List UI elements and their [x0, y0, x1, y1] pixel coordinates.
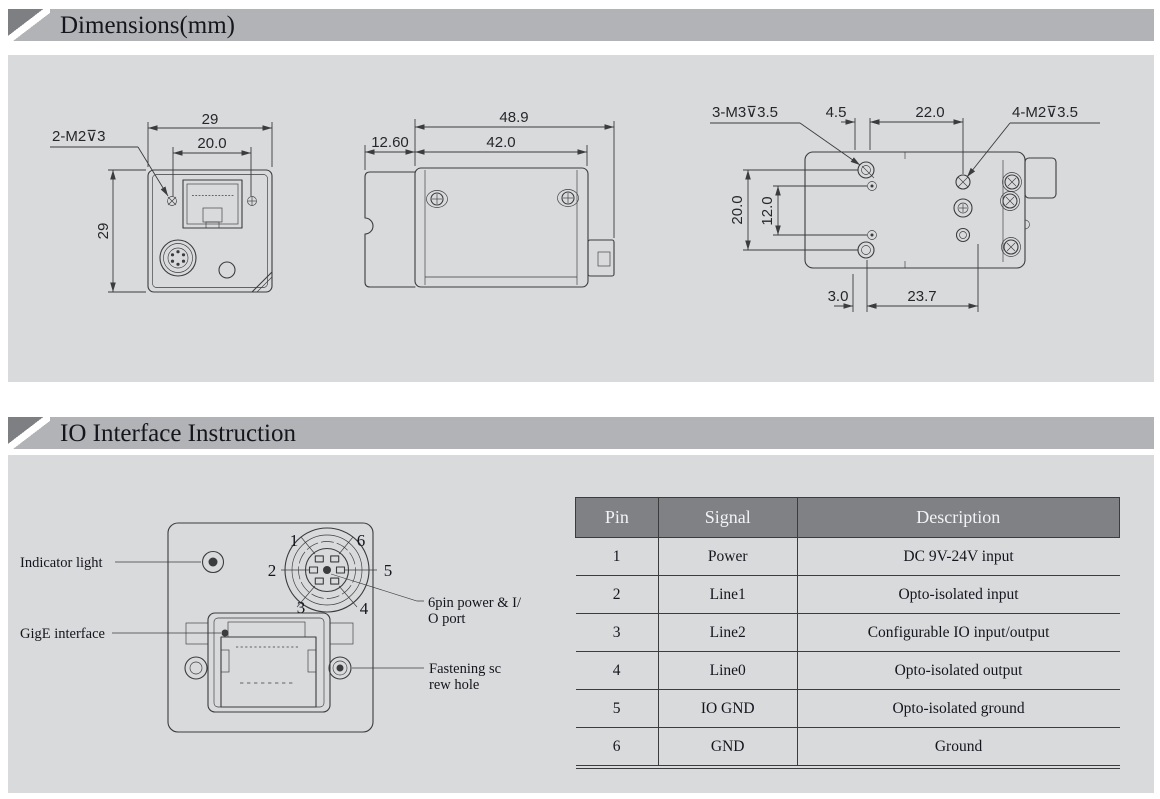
section-corner-icon — [8, 417, 50, 449]
back-view-rj45-port — [182, 179, 243, 229]
label-gige-interface: GigE interface — [20, 626, 105, 642]
section-corner-icon — [8, 9, 50, 41]
table-row: 3 Line2 Configurable IO input/output — [575, 613, 1120, 652]
cell-description: DC 9V-24V input — [796, 537, 1120, 576]
pin-number-2: 2 — [268, 561, 277, 580]
io-6pin-connector — [281, 527, 377, 613]
dim-top-b2: 23.7 — [907, 288, 936, 305]
cell-signal: Line0 — [657, 651, 798, 690]
cell-signal: Line2 — [657, 613, 798, 652]
cell-pin: 1 — [575, 537, 659, 576]
io-fastening-screw — [328, 656, 352, 680]
label-6pin-power-line1: 6pin power & I/ — [428, 595, 522, 611]
pin-table: Pin Signal Description 1 Power DC 9V-24V… — [575, 497, 1121, 769]
label-fastening-line1: Fastening sc — [429, 661, 501, 677]
back-view-dimensions: 29 20.0 29 2-M2⊽3 — [50, 111, 273, 293]
dim-side-lens: 12.60 — [371, 134, 409, 151]
back-view-screw-left — [167, 196, 177, 206]
top-view-screws-right — [1000, 172, 1022, 257]
dimensions-drawings: 29 20.0 29 2-M2⊽3 — [50, 104, 1100, 312]
top-view-drawing: 3-M3⊽3.5 4-M2⊽3.5 4.5 22.0 — [710, 104, 1100, 312]
cell-signal: Power — [657, 537, 798, 576]
cell-pin: 6 — [575, 727, 659, 769]
section-title-dimensions: Dimensions(mm) — [60, 12, 235, 39]
side-view-dimensions: 48.9 42.0 12.60 — [364, 109, 615, 238]
dim-side-total: 48.9 — [499, 109, 528, 126]
dim-back-thread-label: 2-M2⊽3 — [52, 128, 106, 145]
table-row: 5 IO GND Opto-isolated ground — [575, 689, 1120, 728]
table-row: 2 Line1 Opto-isolated input — [575, 575, 1120, 614]
pin-number-4: 4 — [360, 599, 369, 618]
cell-description: Configurable IO input/output — [796, 613, 1120, 652]
table-row: 4 Line0 Opto-isolated output — [575, 651, 1120, 690]
io-camera-body — [167, 522, 374, 733]
top-view-dimensions: 3-M3⊽3.5 4-M2⊽3.5 4.5 22.0 — [710, 104, 1100, 312]
cell-pin: 3 — [575, 613, 659, 652]
section-title-io: IO Interface Instruction — [60, 420, 296, 447]
dim-side-body: 42.0 — [486, 134, 515, 151]
dim-top-m2-label: 4-M2⊽3.5 — [1012, 104, 1078, 121]
dim-top-v2: 12.0 — [759, 196, 776, 225]
top-view-screws-left — [857, 161, 877, 259]
side-view-screw-left — [426, 190, 448, 208]
back-view-screw-right — [247, 196, 257, 206]
dimensions-panel: 29 20.0 29 2-M2⊽3 — [8, 55, 1154, 382]
cell-pin: 2 — [575, 575, 659, 614]
pin-table-header-signal: Signal — [657, 497, 798, 538]
cell-signal: GND — [657, 727, 798, 769]
pin-table-header-row: Pin Signal Description — [575, 497, 1121, 538]
side-view-screw-right — [557, 189, 579, 207]
cell-pin: 4 — [575, 651, 659, 690]
table-row: 6 GND Ground — [575, 727, 1120, 769]
side-view-connector-stub — [587, 239, 615, 277]
cell-signal: Line1 — [657, 575, 798, 614]
back-view-hole — [218, 261, 236, 279]
label-fastening-line2: rew hole — [429, 677, 479, 693]
dim-back-width: 29 — [202, 111, 219, 128]
io-diagram: 1 6 2 5 3 4 — [20, 522, 522, 733]
section-header-io: IO Interface Instruction — [8, 417, 1154, 449]
label-6pin-power-line2: O port — [428, 611, 465, 627]
io-indicator-light — [201, 550, 225, 574]
dim-top-v1: 20.0 — [729, 195, 746, 224]
cell-description: Opto-isolated ground — [796, 689, 1120, 728]
dim-back-inner-width: 20.0 — [197, 135, 226, 152]
dim-top-m3-label: 3-M3⊽3.5 — [712, 104, 778, 121]
pin-number-5: 5 — [384, 561, 393, 580]
table-row: 1 Power DC 9V-24V input — [575, 537, 1120, 576]
pin-number-6: 6 — [357, 531, 366, 550]
pin-number-3: 3 — [297, 598, 306, 617]
dim-top-d1: 4.5 — [826, 104, 847, 121]
top-view-connector-stub — [1024, 157, 1057, 199]
dim-top-b1: 3.0 — [828, 288, 849, 305]
cell-description: Ground — [796, 727, 1120, 769]
top-view-screws-middle — [953, 174, 973, 243]
io-gige-port — [184, 612, 354, 713]
dim-back-height: 29 — [95, 223, 112, 240]
pin-table-header-description: Description — [796, 497, 1121, 538]
cell-pin: 5 — [575, 689, 659, 728]
pin-table-header-pin: Pin — [575, 497, 659, 538]
side-view-drawing: 48.9 42.0 12.60 — [364, 109, 615, 288]
cell-description: Opto-isolated input — [796, 575, 1120, 614]
section-header-dimensions: Dimensions(mm) — [8, 9, 1154, 41]
back-view-drawing: 29 20.0 29 2-M2⊽3 — [50, 111, 273, 293]
back-view-power-connector — [159, 239, 197, 277]
pin-number-1: 1 — [290, 531, 299, 550]
dim-top-d2: 22.0 — [915, 104, 944, 121]
cell-signal: IO GND — [657, 689, 798, 728]
cell-description: Opto-isolated output — [796, 651, 1120, 690]
label-indicator-light: Indicator light — [20, 555, 103, 571]
